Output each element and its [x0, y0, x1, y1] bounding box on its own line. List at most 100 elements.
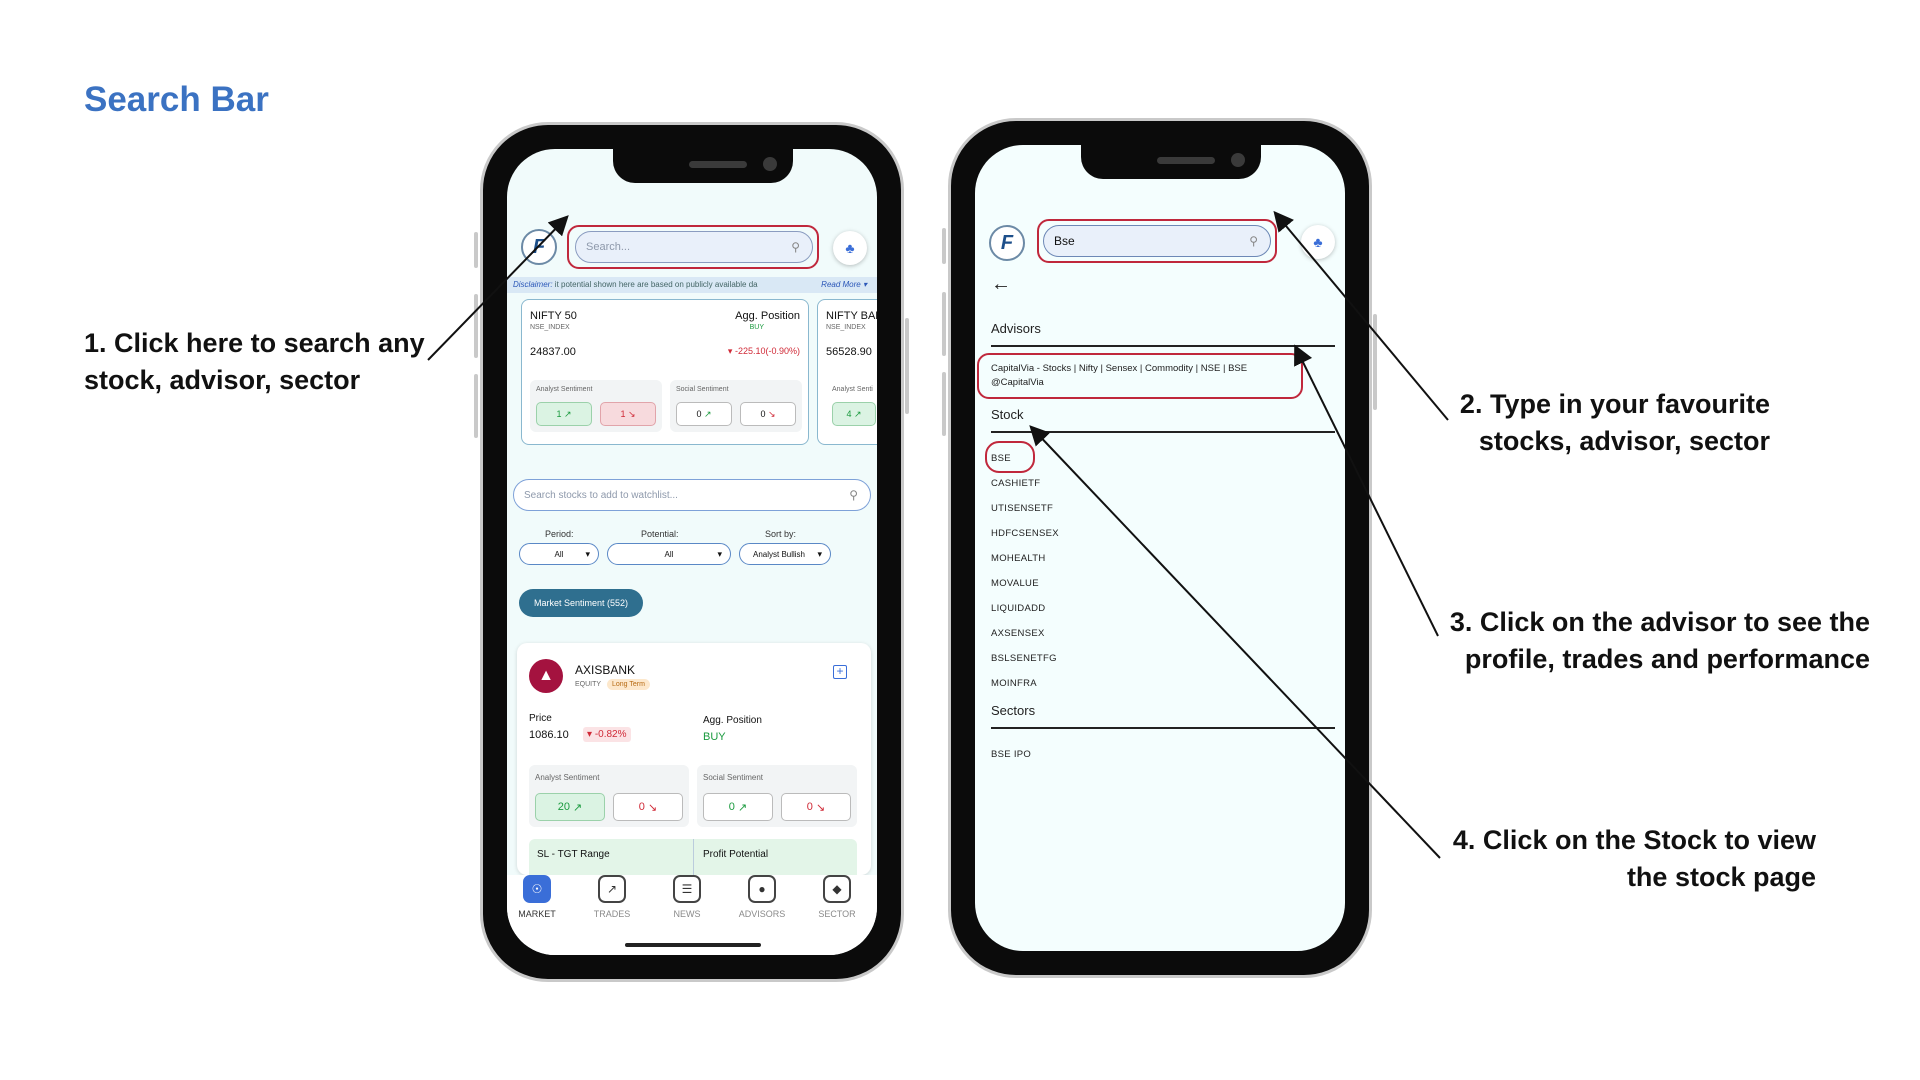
bearish-pill[interactable]: 0 ↘ [613, 793, 683, 821]
back-arrow-icon[interactable]: ← [991, 273, 1011, 295]
advisor-name: CapitalVia - Stocks | Nifty | Sensex | C… [991, 363, 1248, 374]
index-value: 24837.00 [530, 346, 576, 358]
annotation-3: 3. Click on the advisor to see the profi… [1430, 604, 1870, 678]
phone-1: F Search... ⚲ ♣ Disclaimer: it potential… [480, 122, 904, 982]
period-label: Period: [545, 529, 574, 539]
index-sub: NSE_INDEX [826, 324, 866, 331]
sector-result[interactable]: BSE IPO [991, 749, 1032, 760]
highlight-search [567, 225, 819, 269]
bearish-pill[interactable]: 0 ↘ [740, 402, 796, 426]
arrow-1 [427, 215, 569, 361]
bullish-pill[interactable]: 0 ↗ [676, 402, 732, 426]
stock-result[interactable]: BSLSENETFG [991, 653, 1057, 664]
nav-market[interactable]: ☉MARKET [507, 875, 567, 919]
nav-news[interactable]: ☰NEWS [657, 875, 717, 919]
bearish-pill[interactable]: 0 ↘ [781, 793, 851, 821]
analyst-sentiment-label: Analyst Senti [832, 386, 873, 393]
stock-name: AXISBANK [575, 663, 636, 677]
nav-sector[interactable]: ◆SECTOR [807, 875, 867, 919]
bell-icon[interactable]: ♣ [1301, 225, 1335, 259]
stock-result[interactable]: BSE [991, 453, 1011, 464]
social-sentiment-label: Social Sentiment [676, 386, 729, 393]
trend-icon: ↗ [598, 875, 626, 903]
annotation-1-line-1: 1. Click here to search any [84, 328, 425, 358]
stock-card[interactable]: ▲ AXISBANK EQUITY Long Term + Price 1086… [517, 643, 871, 875]
search-icon: ⚲ [791, 240, 800, 254]
bottom-nav: ☉MARKET ↗TRADES ☰NEWS ●ADVISORS ◆SECTOR [507, 875, 877, 955]
nav-advisors[interactable]: ●ADVISORS [732, 875, 792, 919]
index-card[interactable]: NIFTY BAN NSE_INDEX 56528.90 Analyst Sen… [817, 299, 877, 445]
index-value: 56528.90 [826, 346, 872, 358]
stock-result[interactable]: UTISENSETF [991, 503, 1054, 514]
newspaper-icon: ☰ [673, 875, 701, 903]
annotation-4: 4. Click on the Stock to view the stock … [1430, 822, 1816, 896]
notch [613, 149, 793, 183]
search-input[interactable]: Bse ⚲ [1043, 225, 1271, 257]
stock-result[interactable]: MOHEALTH [991, 553, 1046, 564]
stock-result[interactable]: MOINFRA [991, 678, 1037, 689]
range-strip: SL - TGT Range Profit Potential [529, 839, 857, 875]
search-icon: ⚲ [1249, 234, 1258, 248]
annotation-1: 1. Click here to search any stock, advis… [84, 325, 425, 399]
agg-label: Agg. Position [735, 310, 800, 322]
disclaimer-label: Disclaimer: [513, 280, 553, 289]
home-indicator [625, 943, 761, 947]
annotation-1-line-2: stock, advisor, sector [84, 365, 361, 395]
nav-trades[interactable]: ↗TRADES [582, 875, 642, 919]
sort-select[interactable]: Analyst Bullish [739, 543, 831, 565]
divider [693, 839, 694, 875]
app-logo[interactable]: F [989, 225, 1025, 261]
bullish-pill[interactable]: 1 ↗ [536, 402, 592, 426]
stock-result[interactable]: AXSENSEX [991, 628, 1045, 639]
annotation-3-line-1: 3. Click on the advisor to see the [1449, 607, 1870, 637]
divider [991, 727, 1335, 729]
index-name: NIFTY 50 [530, 310, 577, 322]
period-select[interactable]: All [519, 543, 599, 565]
read-more-link[interactable]: Read More ▾ [821, 280, 867, 289]
advisor-result[interactable]: CapitalVia - Stocks | Nifty | Sensex | C… [991, 363, 1311, 388]
divider [991, 345, 1335, 347]
bullish-pill[interactable]: 20 ↗ [535, 793, 605, 821]
stock-result[interactable]: LIQUIDADD [991, 603, 1046, 614]
bullish-pill[interactable]: 0 ↗ [703, 793, 773, 821]
index-change: ▾ -225.10(-0.90%) [727, 346, 800, 356]
phone-2-button [942, 292, 946, 356]
stock-result[interactable]: HDFCSENSEX [991, 528, 1059, 539]
agg-value: BUY [749, 324, 764, 331]
potential-select[interactable]: All [607, 543, 731, 565]
price-label: Price [529, 713, 552, 724]
market-sentiment-button[interactable]: Market Sentiment (552) [519, 589, 643, 617]
stock-heading: Stock [991, 407, 1024, 422]
advisor-handle: @CapitalVia [991, 377, 1044, 388]
analyst-sentiment-box: Analyst Sentiment 20 ↗ 0 ↘ [529, 765, 689, 827]
add-to-watchlist-icon[interactable]: + [833, 665, 847, 679]
arrow-4 [1029, 425, 1441, 859]
advisors-heading: Advisors [991, 321, 1041, 336]
axisbank-logo-icon: ▲ [529, 659, 563, 693]
term-badge: Long Term [607, 679, 650, 690]
index-name: NIFTY BAN [826, 310, 877, 322]
agg-value: BUY [703, 731, 726, 743]
diamond-icon: ◆ [823, 875, 851, 903]
phone-1-button [474, 374, 478, 438]
watchlist-search-input[interactable]: Search stocks to add to watchlist... ⚲ [513, 479, 871, 511]
potential-label: Potential: [641, 529, 679, 539]
index-card[interactable]: NIFTY 50 NSE_INDEX 24837.00 Agg. Positio… [521, 299, 809, 445]
search-placeholder: Search... [586, 241, 631, 253]
divider [991, 431, 1335, 433]
analyst-sentiment-label: Analyst Sentiment [535, 773, 600, 782]
stock-type: EQUITY [575, 681, 602, 688]
bell-icon[interactable]: ♣ [833, 231, 867, 265]
sectors-heading: Sectors [991, 703, 1036, 718]
phone-1-button [905, 318, 909, 414]
analyst-sentiment-label: Analyst Sentiment [536, 386, 593, 393]
bullish-pill[interactable]: 4 ↗ [832, 402, 876, 426]
annotation-4-line-2: the stock page [1626, 862, 1816, 892]
bearish-pill[interactable]: 1 ↘ [600, 402, 656, 426]
search-input[interactable]: Search... ⚲ [575, 231, 813, 263]
stock-result[interactable]: CASHIETF [991, 478, 1041, 489]
stock-result[interactable]: MOVALUE [991, 578, 1039, 589]
annotation-2-line-1: 2. Type in your favourite [1459, 389, 1770, 419]
profit-potential-label: Profit Potential [703, 849, 769, 860]
